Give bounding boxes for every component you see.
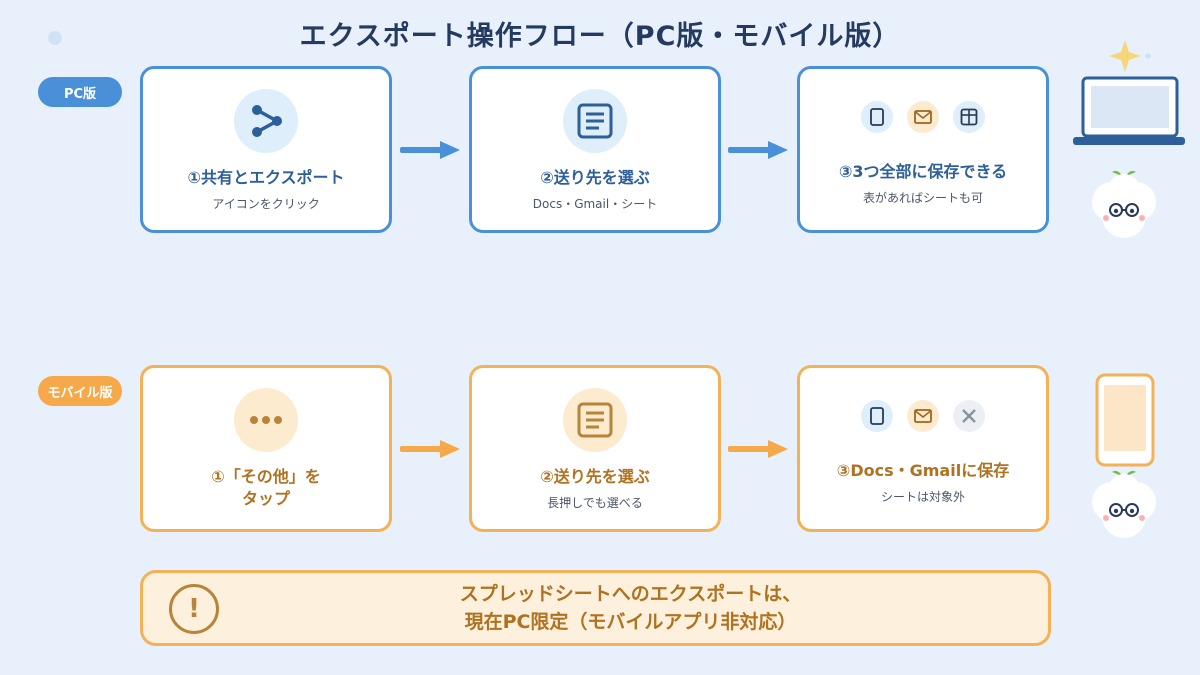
warning-line-1: スプレッドシートへのエクスポートは、 <box>459 583 802 605</box>
exclamation-icon: ! <box>169 584 219 634</box>
mobile-step-1-card: ①「その他」を タップ <box>140 365 392 532</box>
mobile-step-2-card: ②送り先を選ぶ 長押しでも選べる <box>469 365 721 532</box>
decorative-dot <box>48 31 62 45</box>
mobile-step-1-title-line1: ①「その他」を <box>211 467 321 486</box>
pc-step-3-card: ③3つ全部に保存できる 表があればシートも可 <box>797 66 1049 233</box>
flow-arrow-icon <box>400 141 460 159</box>
share-icon <box>234 89 298 153</box>
warning-line-2: 現在PC限定（モバイルアプリ非対応） <box>464 611 797 633</box>
mobile-step-1-title: ①「その他」を タップ <box>211 466 321 510</box>
mobile-step-2-subtitle: 長押しでも選べる <box>547 496 643 510</box>
smartphone-illustration <box>1095 373 1155 471</box>
pc-step-2-card: ②送り先を選ぶ Docs・Gmail・シート <box>469 66 721 233</box>
warning-text: スプレッドシートへのエクスポートは、 現在PC限定（モバイルアプリ非対応） <box>233 580 1028 636</box>
pc-step-2-subtitle: Docs・Gmail・シート <box>532 197 658 211</box>
mascot-illustration <box>1082 160 1168 250</box>
mobile-destination-icons <box>861 400 985 434</box>
laptop-illustration <box>1073 38 1188 154</box>
warning-banner: ! スプレッドシートへのエクスポートは、 現在PC限定（モバイルアプリ非対応） <box>140 570 1051 646</box>
flow-arrow-icon <box>400 440 460 458</box>
mail-icon <box>907 400 939 432</box>
mobile-badge: モバイル版 <box>38 376 122 406</box>
mobile-step-3-subtitle: シートは対象外 <box>880 490 965 504</box>
document-list-icon <box>563 388 627 452</box>
document-icon <box>861 101 893 133</box>
more-dots-icon <box>234 388 298 452</box>
page-title: エクスポート操作フロー（PC版・モバイル版） <box>299 21 901 52</box>
pc-step-3-title: ③3つ全部に保存できる <box>838 162 1008 181</box>
x-icon <box>953 400 985 432</box>
mail-icon <box>907 101 939 133</box>
mobile-step-3-title: ③Docs・Gmailに保存 <box>836 461 1010 480</box>
table-icon <box>953 101 985 133</box>
mascot-illustration <box>1082 462 1168 552</box>
document-list-icon <box>563 89 627 153</box>
mobile-step-2-title: ②送り先を選ぶ <box>540 467 650 486</box>
flow-arrow-icon <box>728 440 788 458</box>
pc-step-2-title: ②送り先を選ぶ <box>540 168 650 187</box>
mobile-step-1-title-line2: タップ <box>241 489 290 508</box>
pc-step-1-card: ①共有とエクスポート アイコンをクリック <box>140 66 392 233</box>
pc-step-3-subtitle: 表があればシートも可 <box>862 191 983 205</box>
flow-arrow-icon <box>728 141 788 159</box>
pc-badge: PC版 <box>38 77 122 107</box>
pc-step-1-subtitle: アイコンをクリック <box>212 197 320 211</box>
pc-destination-icons <box>861 101 985 135</box>
mobile-step-3-card: ③Docs・Gmailに保存 シートは対象外 <box>797 365 1049 532</box>
pc-step-1-title: ①共有とエクスポート <box>187 168 345 187</box>
document-icon <box>861 400 893 432</box>
